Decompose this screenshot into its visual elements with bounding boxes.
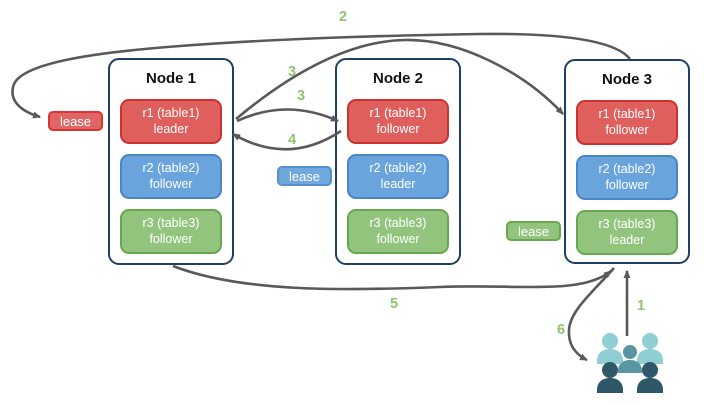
node1-replica-r2: r2 (table2) follower [120, 154, 222, 199]
node-2-title: Node 2 [372, 70, 423, 87]
node3-replica-r1: r1 (table1) follower [576, 100, 678, 145]
replica-name: r3 (table3) [369, 216, 427, 231]
lease-badge-r1: lease [48, 111, 103, 131]
step-label-3a: 3 [287, 64, 297, 80]
replica-name: r1 (table1) [369, 106, 427, 121]
node-1: Node 1 r1 (table1) leader r2 (table2) fo… [108, 58, 234, 265]
replica-name: r2 (table2) [142, 161, 200, 176]
node-1-title: Node 1 [145, 70, 196, 87]
users-group-icon [597, 333, 663, 393]
replica-role: leader [153, 121, 189, 136]
arrow-step5-leader-to-gateway [172, 264, 612, 291]
node2-replica-r2: r2 (table2) leader [347, 154, 449, 199]
replica-name: r1 (table1) [142, 106, 200, 121]
node3-replica-r2: r2 (table2) follower [576, 155, 678, 200]
replica-role: follower [149, 176, 193, 191]
node1-replica-r1: r1 (table1) leader [120, 99, 222, 144]
node-3: Node 3 r1 (table1) follower r2 (table2) … [564, 59, 690, 264]
node-3-title: Node 3 [601, 71, 652, 88]
replica-role: follower [605, 122, 649, 137]
node1-replica-r3: r3 (table3) follower [120, 209, 222, 254]
replica-role: follower [605, 177, 649, 192]
node2-replica-r3: r3 (table3) follower [347, 209, 449, 254]
step-label-4: 4 [287, 132, 297, 148]
arrow-step2-gateway-to-leaseholder [11, 32, 632, 119]
step-label-6: 6 [556, 322, 566, 338]
replica-role: leader [609, 232, 645, 247]
replica-name: r3 (table3) [142, 216, 200, 231]
step-label-2: 2 [338, 9, 348, 25]
replica-role: follower [376, 231, 420, 246]
lease-badge-r2: lease [277, 166, 332, 186]
replica-name: r3 (table3) [598, 217, 656, 232]
replica-name: r2 (table2) [369, 161, 427, 176]
lease-badge-r3: lease [506, 221, 561, 241]
step-label-1: 1 [636, 298, 646, 314]
replica-role: leader [380, 176, 416, 191]
step-label-5: 5 [389, 296, 399, 312]
replica-name: r2 (table2) [598, 162, 656, 177]
node3-replica-r3: r3 (table3) leader [576, 210, 678, 255]
replica-role: follower [376, 121, 420, 136]
node2-replica-r1: r1 (table1) follower [347, 99, 449, 144]
arrow-step3-leader-to-node2 [236, 108, 339, 123]
step-label-3b: 3 [296, 88, 306, 104]
replica-role: follower [149, 231, 193, 246]
replica-name: r1 (table1) [598, 107, 656, 122]
node-2: Node 2 r1 (table1) follower r2 (table2) … [335, 58, 461, 265]
